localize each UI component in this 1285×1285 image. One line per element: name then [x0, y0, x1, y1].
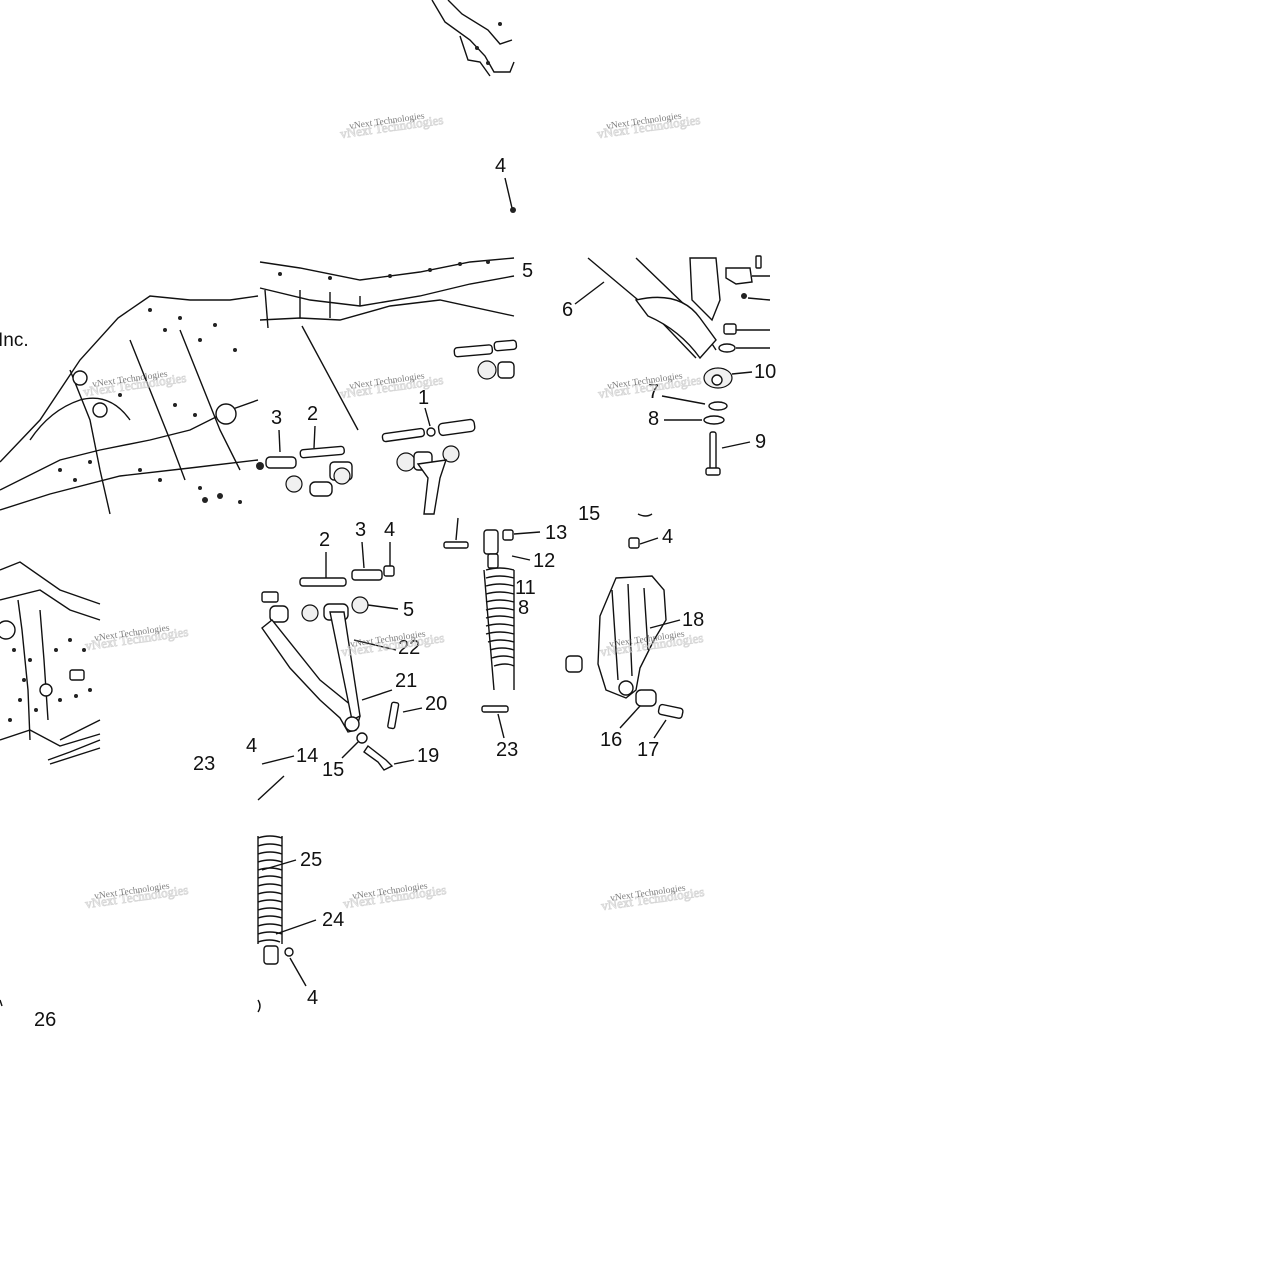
callout-4: 4: [307, 987, 318, 1009]
tile-top-frame-fragment: [431, 0, 515, 77]
callout-13: 13: [545, 522, 567, 544]
callout-4: 4: [662, 526, 673, 548]
callout-4: 4: [495, 155, 516, 213]
callout-11: 11: [515, 577, 536, 599]
callout-17: 17: [637, 739, 659, 761]
callout-4: 4: [384, 519, 395, 541]
tile-lower-arm-shock: 2 3 4 5 22 21 20 15 19 4 14: [246, 517, 567, 781]
callout-2: 2: [319, 529, 330, 551]
callout-5: 5: [522, 260, 533, 282]
svg-text:4: 4: [495, 155, 506, 177]
corporate-name-fragment: Inc.: [0, 330, 29, 351]
tile-frame-closeup: 23: [0, 561, 215, 775]
callout-8: 8: [518, 597, 529, 619]
callout-3: 3: [271, 407, 282, 429]
callout-24: 24: [322, 909, 344, 931]
tile-upper-arm-exploded: 3 2 1 5: [256, 257, 533, 515]
callout-5: 5: [403, 599, 414, 621]
callout-6: 6: [562, 299, 573, 321]
callout-10: 10: [754, 361, 776, 383]
callout-15-partial: 15: [578, 503, 600, 525]
callout-22: 22: [398, 637, 420, 659]
callout-26: 26: [34, 1009, 56, 1031]
tile-lower-shock: 25 24 4: [257, 775, 344, 1013]
callout-18: 18: [682, 609, 704, 631]
callout-19: 19: [417, 745, 439, 767]
callout-15: 15: [322, 759, 344, 781]
callout-23: 23: [496, 739, 518, 761]
callout-1: 1: [418, 387, 429, 409]
callout-16: 16: [600, 729, 622, 751]
callout-12: 12: [533, 550, 555, 572]
callout-20: 20: [425, 693, 447, 715]
callout-7: 7: [648, 381, 659, 403]
callout-9: 9: [755, 431, 766, 453]
callout-4: 4: [246, 735, 257, 757]
tile-spindle: 15 4 18 16 17: [565, 503, 704, 761]
callout-2: 2: [307, 403, 318, 425]
tile-ball-joint: 6 10 7 8 9: [562, 255, 776, 476]
callout-14: 14: [296, 745, 318, 767]
callout-21: 21: [395, 670, 417, 692]
callout-23: 23: [193, 753, 215, 775]
callout-8: 8: [648, 408, 659, 430]
callout-3: 3: [355, 519, 366, 541]
callout-25: 25: [300, 849, 322, 871]
tile-frame-left: Inc.: [0, 295, 259, 515]
